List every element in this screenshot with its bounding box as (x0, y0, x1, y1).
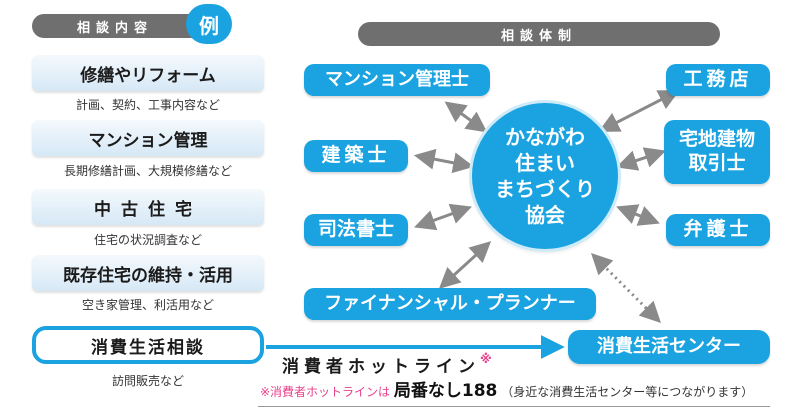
node-condo-manager: マンション管理士 (304, 64, 490, 96)
topic-used-housing: 中古住宅 (32, 189, 264, 225)
node-real-estate-line2: 取引士 (688, 152, 746, 174)
topic-consumer-consultation: 消費生活相談 (32, 326, 264, 364)
topic-repair-reform-desc: 計画、契約、工事内容など (75, 98, 220, 112)
topic-consumer-consultation-desc: 訪問販売など (111, 374, 184, 388)
connector-scrivener (414, 203, 472, 231)
topic-existing-housing-use: 既存住宅の維持・活用 (32, 255, 264, 291)
hotline-note-suffix: （身近な消費生活センター等につながります） (501, 385, 754, 399)
topic-repair-reform: 修繕やリフォーム (32, 55, 264, 91)
center-line-2: 住まい (515, 151, 575, 175)
hotline-note-underline (258, 406, 770, 407)
node-lawyer: 弁護士 (666, 214, 770, 246)
connector-architect (413, 148, 475, 174)
node-real-estate-line1: 宅地建物 (678, 128, 755, 151)
example-badge: 例 (186, 4, 232, 44)
consumer-hotline-text: 消費者ホットライン (282, 357, 480, 377)
center-line-1: かながわ (505, 125, 585, 149)
hotline-note: ※消費者ホットラインは 局番なし188 （身近な消費生活センター等につながります… (260, 376, 753, 401)
hotline-note-prefix: ※消費者ホットラインは (260, 385, 391, 399)
connector-realestate (616, 147, 666, 171)
node-financial-planner: ファイナンシャル・プランナー (304, 288, 596, 320)
consumer-hotline-label: 消費者ホットライン※ (282, 352, 492, 377)
topic-used-housing-desc: 住宅の状況調査など (93, 233, 202, 247)
connector-lawyer (616, 204, 660, 226)
center-kanagawa-association: かながわ 住まい まちづくり 協会 (472, 103, 618, 249)
consumer-hotline-mark: ※ (480, 352, 492, 366)
connector-planner (438, 241, 492, 289)
connector-contractor (598, 90, 680, 132)
topic-condo-management: マンション管理 (32, 120, 264, 156)
hotline-note-number: 局番なし188 (393, 381, 498, 401)
topic-condo-management-desc: 長期修繕計画、大規模修繕など (63, 164, 232, 178)
connector-manager (444, 101, 488, 133)
node-judicial-scrivener: 司法書士 (304, 214, 408, 246)
node-architect: 建築士 (304, 140, 408, 172)
consultation-system-header: 相談体制 (358, 22, 720, 46)
consultation-content-header-label: 相談内容 (76, 20, 153, 36)
node-real-estate: 宅地建物 取引士 (664, 120, 770, 184)
node-consumer-center: 消費生活センター (568, 330, 770, 364)
center-line-3: まちづくり (495, 177, 595, 201)
topic-existing-housing-use-desc: 空き家管理、利活用など (81, 298, 214, 312)
connector-consumer-center-dotted (591, 253, 661, 323)
center-line-4: 協会 (525, 203, 565, 227)
node-contractor: 工務店 (666, 64, 770, 96)
